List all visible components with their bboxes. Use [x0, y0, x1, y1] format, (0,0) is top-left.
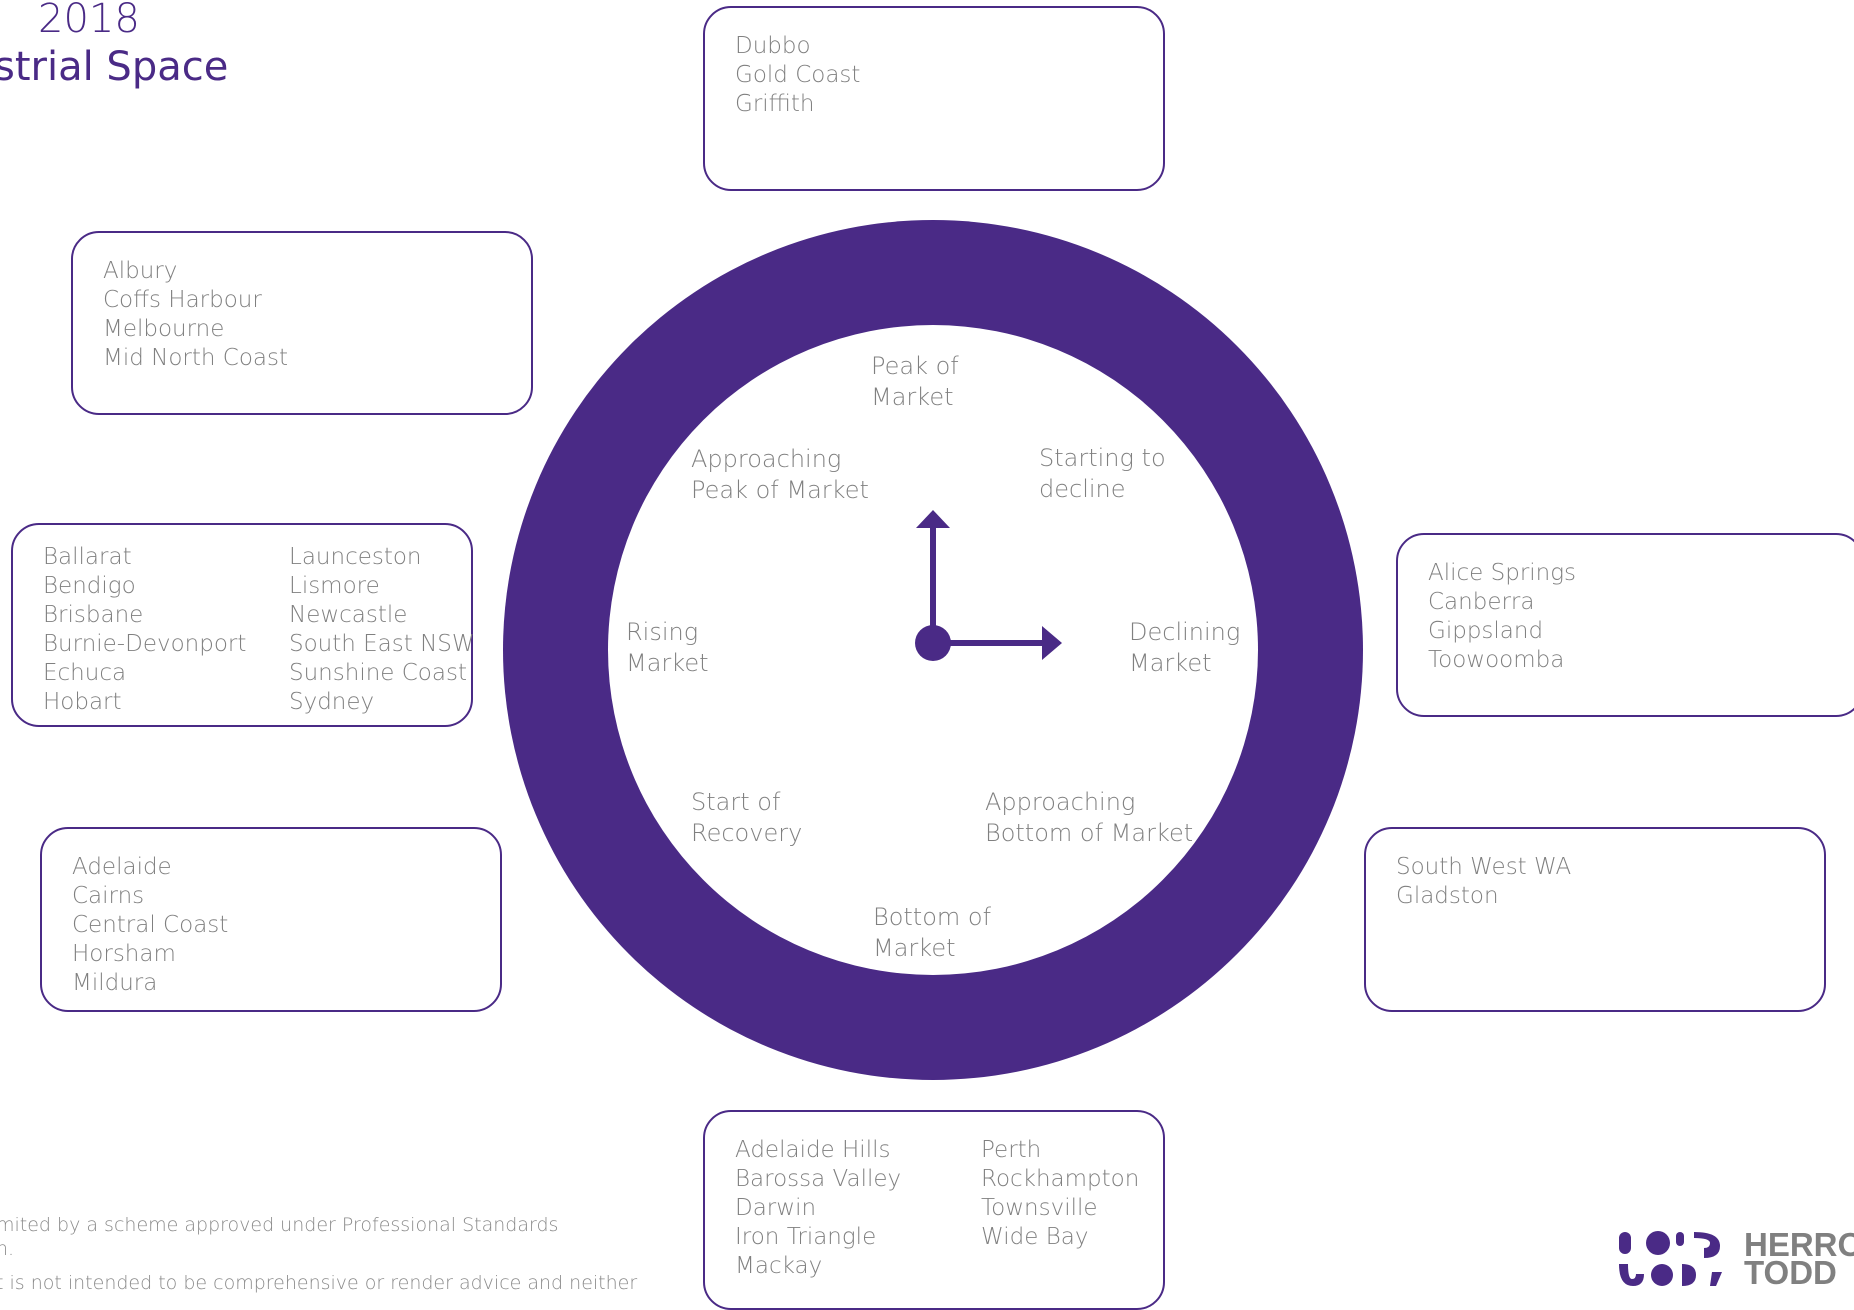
- list-item: Ballarat: [43, 544, 132, 570]
- logo-text-line-2: TODD: [1744, 1254, 1837, 1291]
- box-declining-list: Alice Springs Canberra Gippsland Toowoom…: [1428, 559, 1576, 675]
- list-item: Wide Bay: [981, 1224, 1089, 1250]
- list-item: Perth: [981, 1137, 1042, 1163]
- list-item: Mackay: [735, 1253, 823, 1279]
- clock-label-starting-decline: Starting to decline: [1039, 444, 1166, 503]
- clock-label-bottom: Bottom of Market: [873, 903, 992, 962]
- list-item: South East NSW: [289, 631, 475, 657]
- list-item: Dubbo: [735, 33, 811, 59]
- list-item: Iron Triangle: [735, 1224, 877, 1250]
- box-declining: Alice Springs Canberra Gippsland Toowoom…: [1396, 533, 1854, 717]
- box-bottom-list-1: Adelaide Hills Barossa Valley Darwin Iro…: [735, 1136, 901, 1281]
- box-bottom: Adelaide Hills Barossa Valley Darwin Iro…: [703, 1110, 1165, 1310]
- box-rising: Ballarat Bendigo Brisbane Burnie-Devonpo…: [11, 523, 475, 727]
- list-item: Gold Coast: [735, 62, 861, 88]
- list-item: Canberra: [1428, 589, 1535, 615]
- list-item: Sunshine Coast: [289, 660, 467, 686]
- list-item: Toowoomba: [1428, 647, 1565, 673]
- list-item: Mildura: [72, 970, 158, 996]
- box-approaching-bottom: South West WA Gladston: [1364, 827, 1826, 1012]
- list-item: Alice Springs: [1428, 560, 1577, 586]
- list-item: Darwin: [735, 1195, 817, 1221]
- list-item: Albury: [103, 258, 178, 284]
- box-approaching-peak-list: Albury Coffs Harbour Melbourne Mid North…: [103, 257, 288, 373]
- list-item: Barossa Valley: [735, 1166, 902, 1192]
- list-item: Melbourne: [103, 316, 225, 342]
- list-item: Gladston: [1396, 883, 1499, 909]
- list-item: Coffs Harbour: [103, 287, 262, 313]
- list-item: Sydney: [289, 689, 375, 715]
- clock-label-start-recovery: Start of Recovery: [691, 788, 803, 847]
- box-approaching-bottom-list: South West WA Gladston: [1396, 853, 1571, 911]
- box-start-recovery-list: Adelaide Cairns Central Coast Horsham Mi…: [72, 853, 228, 998]
- footer-disclaimer-line-3: t is not intended to be comprehensive or…: [0, 1272, 638, 1294]
- list-item: Rockhampton: [981, 1166, 1140, 1192]
- list-item: South West WA: [1396, 854, 1572, 880]
- list-item: Hobart: [43, 689, 122, 715]
- list-item: Launceston: [289, 544, 422, 570]
- list-item: Cairns: [72, 883, 145, 909]
- box-bottom-list-2: Perth Rockhampton Townsville Wide Bay: [981, 1136, 1139, 1252]
- footer-disclaimer-line-1: mited by a scheme approved under Profess…: [0, 1214, 559, 1236]
- box-rising-list-2: Launceston Lismore Newcastle South East …: [289, 543, 475, 717]
- footer-disclaimer-line-2: n.: [0, 1238, 15, 1260]
- list-item: Bendigo: [43, 573, 136, 599]
- list-item: Gippsland: [1428, 618, 1544, 644]
- list-item: Central Coast: [72, 912, 229, 938]
- box-approaching-peak: Albury Coffs Harbour Melbourne Mid North…: [71, 231, 533, 415]
- list-item: Newcastle: [289, 602, 408, 628]
- list-item: Mid North Coast: [103, 345, 289, 371]
- clock-label-rising: Rising Market: [626, 618, 709, 677]
- list-item: Adelaide: [72, 854, 172, 880]
- clock-label-peak: Peak of Market: [871, 352, 959, 411]
- box-rising-list-1: Ballarat Bendigo Brisbane Burnie-Devonpo…: [43, 543, 246, 717]
- logo-mark-icon: [1619, 1231, 1722, 1286]
- list-item: Lismore: [289, 573, 380, 599]
- clock-label-approaching-bottom: Approaching Bottom of Market: [985, 788, 1194, 847]
- list-item: Brisbane: [43, 602, 144, 628]
- list-item: Adelaide Hills: [735, 1137, 891, 1163]
- list-item: Townsville: [981, 1195, 1098, 1221]
- box-peak: Dubbo Gold Coast Griffith: [703, 6, 1165, 191]
- clock-label-approaching-peak: Approaching Peak of Market: [691, 445, 869, 504]
- list-item: Burnie-Devonport: [43, 631, 247, 657]
- box-peak-list: Dubbo Gold Coast Griffith: [735, 32, 860, 119]
- clock-label-declining: Declining Market: [1129, 618, 1241, 677]
- list-item: Griffith: [735, 91, 815, 117]
- logo-text-line-1: HERRO: [1744, 1226, 1854, 1263]
- page-title-year: 2018: [38, 0, 140, 42]
- box-start-recovery: Adelaide Cairns Central Coast Horsham Mi…: [40, 827, 502, 1012]
- list-item: Horsham: [72, 941, 176, 967]
- list-item: Echuca: [43, 660, 127, 686]
- page-title: strial Space: [0, 44, 229, 90]
